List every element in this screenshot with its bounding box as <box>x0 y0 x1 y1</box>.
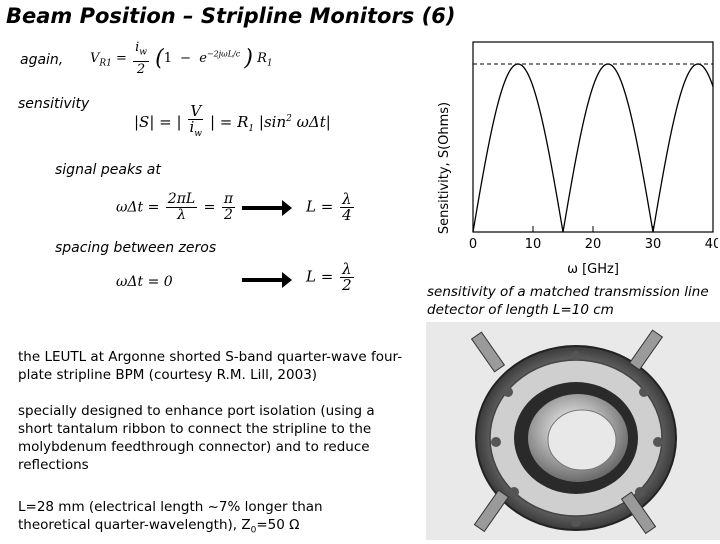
equation-zero-condition: ωΔt = 0 <box>116 274 173 290</box>
chart-x-tick-label: 10 <box>525 237 542 252</box>
sensitivity-chart-svg: Sensitivity, S(Ohms) 0 10 20 30 40 ω [GHz] <box>437 41 720 277</box>
equation-voltage: VR1 = iw2 ((11 − e−2jωL/c ) R1 <box>90 40 273 77</box>
chart-series-line <box>472 63 714 233</box>
spacing-zeros-label: spacing between zeros <box>55 240 217 256</box>
paragraph-design: specially designed to enhance port isola… <box>18 403 375 473</box>
arrow-right-icon <box>242 200 292 216</box>
stripline-bpm-photo <box>426 322 720 540</box>
paragraph-dimensions: L=28 mm (electrical length ~7% longer th… <box>18 499 323 536</box>
chart-x-tick-label: 0 <box>469 237 477 252</box>
chart-xlabel: ω [GHz] <box>567 262 619 277</box>
chart-caption: sensitivity of a matched transmission li… <box>427 284 709 318</box>
chart-x-tick-label: 40 <box>705 237 718 252</box>
chart-frame <box>472 41 714 233</box>
slide-title: Beam Position – Stripline Monitors (6) <box>6 4 456 28</box>
chart-x-tick-label: 20 <box>585 237 602 252</box>
bpm-photo-illustration <box>470 329 677 535</box>
chart-x-tick-label: 30 <box>645 237 662 252</box>
sensitivity-chart: Sensitivity, S(Ohms) 0 10 20 30 40 ω [GHz] <box>428 38 720 283</box>
sensitivity-label: sensitivity <box>18 96 90 112</box>
arrow-right-icon <box>242 272 292 288</box>
again-label: again, <box>20 52 64 68</box>
paragraph-leutl: the LEUTL at Argonne shorted S-band quar… <box>18 349 403 383</box>
chart-ylabel: Sensitivity, S(Ohms) <box>437 102 452 234</box>
signal-peaks-label: signal peaks at <box>55 162 161 178</box>
